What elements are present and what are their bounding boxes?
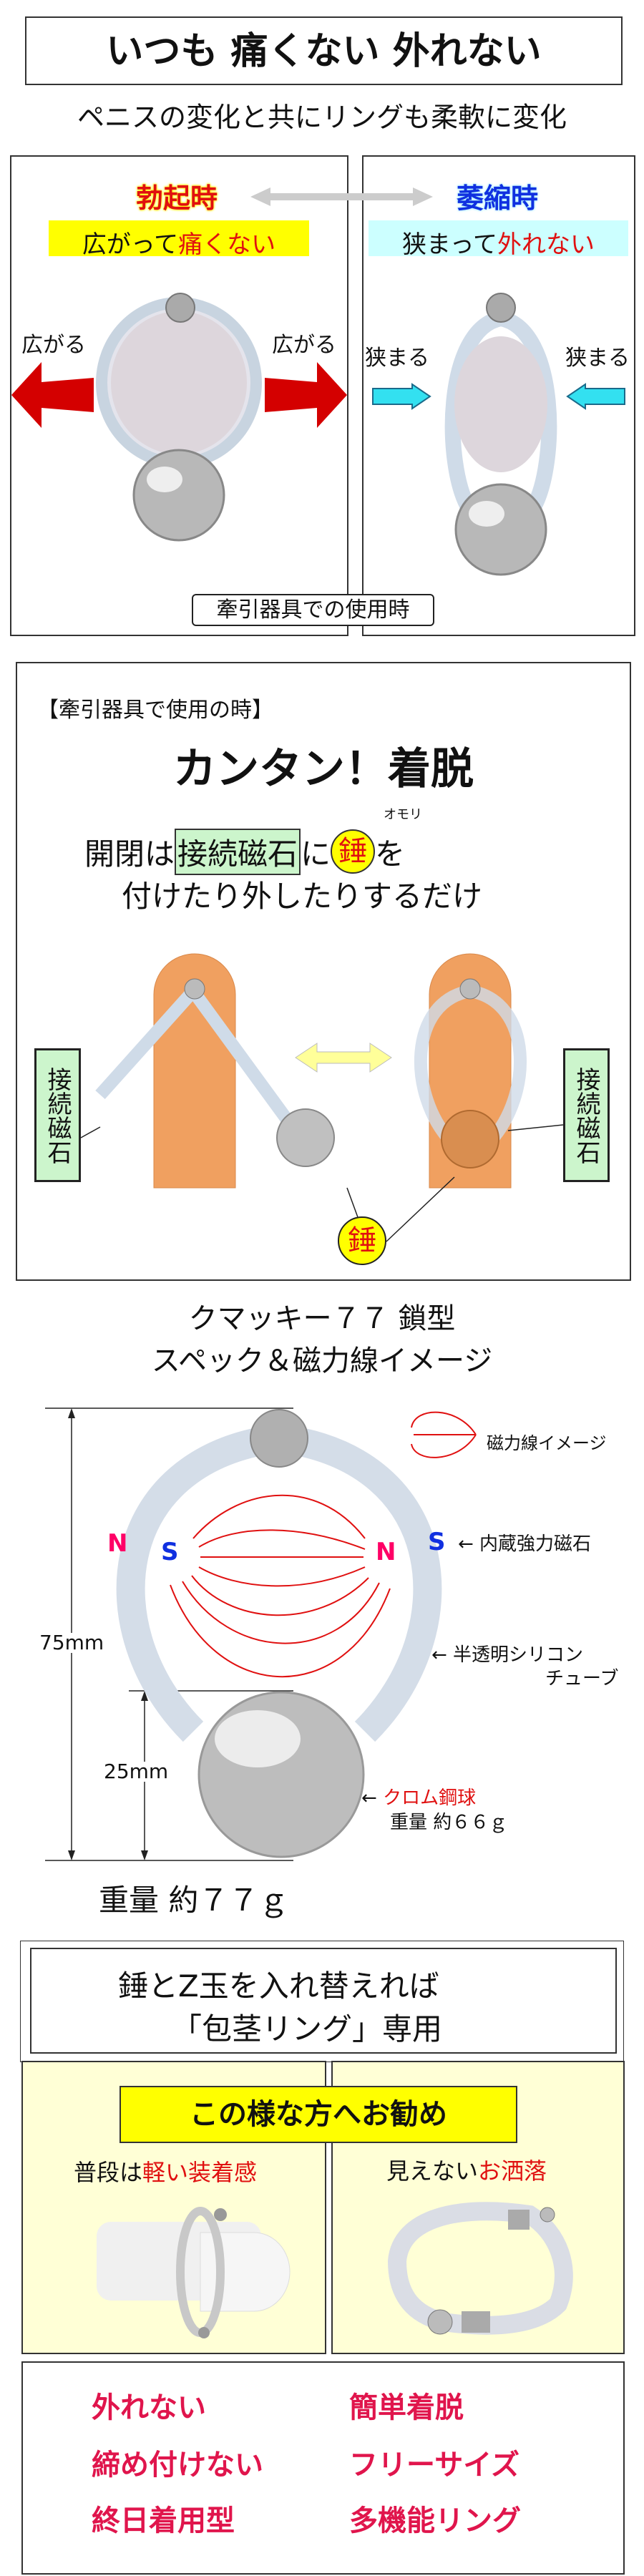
- worn-ring-image: [97, 2207, 291, 2338]
- recommend-label: この様な方へお勧め: [119, 2086, 517, 2143]
- stylish-caption-red: お洒落: [478, 2157, 547, 2185]
- usage-label: 牽引器具での使用時: [192, 594, 434, 626]
- arrow-in-right-icon: [566, 383, 625, 410]
- light-caption-red: 軽い装着感: [142, 2159, 258, 2186]
- arrow-left-red-icon: [11, 362, 94, 428]
- attach-tag: 【牽引器具で使用の時】: [37, 698, 273, 723]
- pole-s-left: S: [161, 1538, 179, 1566]
- double-arrow-icon: [250, 187, 433, 206]
- spec-title-2: スペック＆磁力線イメージ: [151, 1345, 493, 1377]
- label-expand-right: 広がる: [272, 333, 336, 358]
- attach-line2: 付けたり外したりするだけ: [122, 879, 483, 914]
- ruby-omori: オモリ: [384, 807, 422, 822]
- feature-3: 締め付けない: [92, 2449, 263, 2482]
- caption-flaccid: 狭まって外れない: [369, 220, 628, 259]
- line1-highlight: 接続磁石: [175, 828, 301, 875]
- legend-field-lines: 磁力線イメージ: [487, 1433, 607, 1453]
- attach-line1: 開閉は 接続磁石 に 錘 を: [84, 828, 406, 875]
- pole-s-right: S: [428, 1528, 446, 1556]
- headline-box: [25, 16, 623, 85]
- stylish-caption-black: 見えない: [386, 2157, 479, 2185]
- chain-ring-image: [387, 2202, 573, 2335]
- caption-erect-red: 痛くない: [178, 230, 276, 259]
- ball-note-text: クロム鋼球: [383, 1787, 477, 1809]
- magnet-label-text: 接続磁石: [572, 1066, 600, 1164]
- subtitle: ペニスの変化と共にリングも柔軟に変化: [77, 102, 567, 133]
- ball-weight: 重量 約６６ｇ: [390, 1812, 508, 1833]
- ball-note: ← クロム鋼球: [361, 1789, 476, 1807]
- pole-n-left: N: [107, 1529, 128, 1558]
- light-caption-black: 普段は: [74, 2159, 143, 2186]
- phimosis-title-box: [30, 1948, 617, 2054]
- caption-flaccid-black: 狭まって: [402, 230, 497, 259]
- line1-prefix: 開閉は: [84, 836, 175, 872]
- feature-2: 簡単着脱: [349, 2391, 464, 2424]
- feature-4: フリーサイズ: [349, 2449, 519, 2482]
- phimosis-line2: 「包茎リング」専用: [172, 2011, 443, 2046]
- label-expand-left: 広がる: [21, 333, 86, 358]
- dim-75mm: 75mm: [39, 1631, 104, 1654]
- magnet-label-right: 接続磁石: [563, 1048, 610, 1182]
- caption-flaccid-red: 外れない: [497, 230, 595, 259]
- feature-5: 終日着用型: [92, 2504, 235, 2537]
- dim-25mm: 25mm: [104, 1760, 169, 1783]
- state-flaccid: 萎縮時: [457, 182, 539, 214]
- ring-erect-image: [96, 293, 262, 542]
- attach-title: カンタン！着脱: [173, 744, 474, 794]
- headline: いつも 痛くない 外れない: [106, 30, 542, 73]
- label-narrow-left: 狭まる: [365, 346, 429, 371]
- label-narrow-right: 狭まる: [565, 346, 630, 371]
- line1-suffix: を: [375, 836, 406, 872]
- weight-badge: 錘: [331, 829, 376, 874]
- phimosis-line1: 錘とZ玉を入れ替えれば: [118, 1968, 439, 2004]
- state-erect: 勃起時: [136, 182, 218, 214]
- arrow-in-left-icon: [372, 383, 431, 410]
- spec-diagram: [45, 1407, 477, 1861]
- tube-note-1: ← 半透明シリコン: [431, 1644, 584, 1666]
- tube-note-2: チューブ: [545, 1668, 619, 1689]
- magnet-label-left: 接続磁石: [34, 1048, 81, 1182]
- feature-1: 外れない: [92, 2391, 206, 2424]
- leader-lines: [80, 1124, 564, 1242]
- swap-arrow-icon: [295, 1043, 392, 1073]
- pole-n-right: N: [376, 1538, 396, 1566]
- stylish-caption: 見えないお洒落: [386, 2160, 547, 2182]
- line1-ni: に: [301, 836, 331, 872]
- diagram-open: [95, 953, 335, 1189]
- spec-title-1: クマッキー７７ 鎖型: [188, 1302, 456, 1335]
- magnet-label-text: 接続磁石: [43, 1066, 72, 1164]
- arrow-right-red-icon: [265, 362, 347, 428]
- attach-panel: [16, 662, 631, 1281]
- total-weight: 重量 約７７ｇ: [99, 1883, 289, 1918]
- weight-circle: 錘: [338, 1216, 386, 1265]
- caption-erect-black: 広がって: [82, 230, 179, 259]
- ball-note-arrow: ←: [361, 1787, 377, 1809]
- ring-flaccid-image: [444, 293, 557, 576]
- light-caption: 普段は軽い装着感: [74, 2161, 257, 2184]
- diagram-closed: [414, 953, 527, 1189]
- magnet-note: ← 内蔵強力磁石: [458, 1533, 592, 1555]
- caption-erect: 広がって痛くない: [49, 220, 309, 259]
- features-box: [21, 2361, 625, 2575]
- feature-6: 多機能リング: [349, 2504, 521, 2537]
